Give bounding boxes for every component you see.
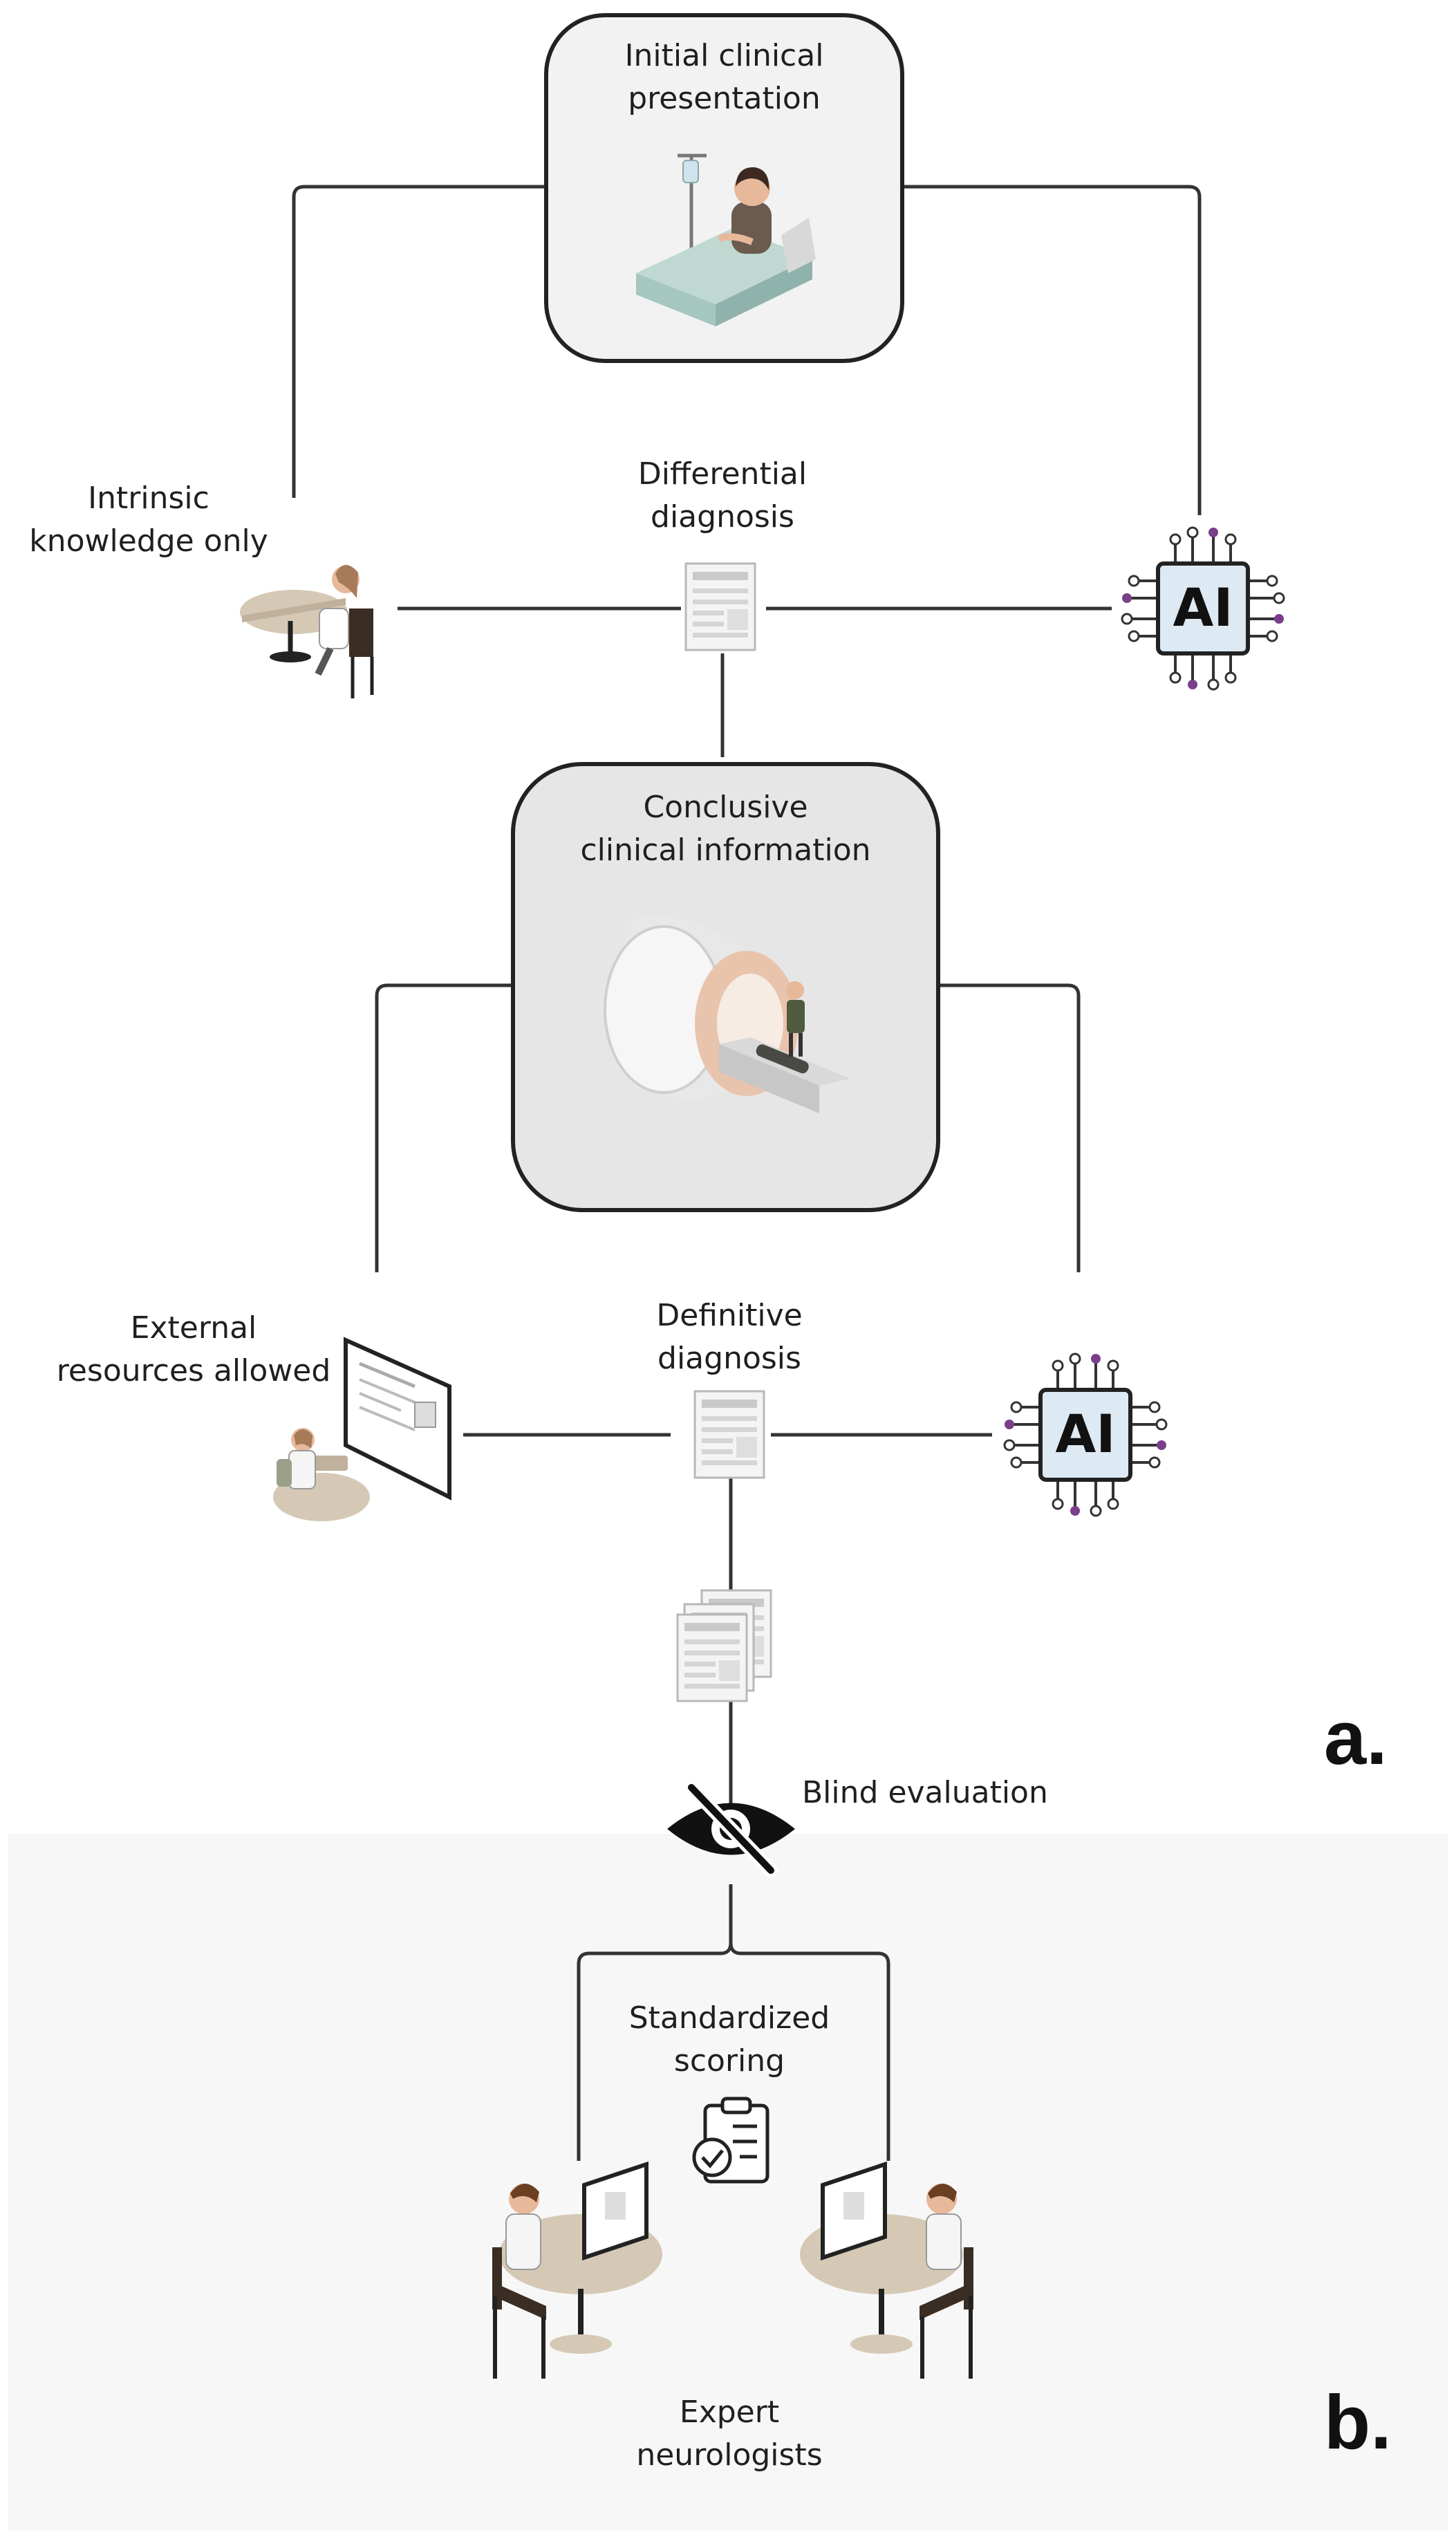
initial-presentation-box bbox=[544, 13, 904, 363]
doctor-with-screen-icon bbox=[273, 1337, 451, 1521]
ai-chip-label-2: AI bbox=[1055, 1403, 1115, 1465]
neurologist-right-icon bbox=[800, 2161, 973, 2379]
definitive-document-icon bbox=[693, 1390, 765, 1479]
panel-a-label: a. bbox=[1324, 1695, 1388, 1781]
standardized-scoring-label: Standardized scoring bbox=[628, 2000, 830, 2079]
doctor-at-desk-icon bbox=[240, 564, 374, 698]
expert-neurologists-label: Expert neurologists bbox=[636, 2395, 823, 2473]
external-resources-label: External resources allowed bbox=[56, 1310, 331, 1389]
neurologist-left-icon bbox=[492, 2161, 662, 2379]
differential-diagnosis-label: Differential diagnosis bbox=[637, 456, 808, 535]
stacked-documents-icon bbox=[676, 1589, 772, 1702]
ai-chip-icon-1: AI bbox=[1122, 528, 1284, 689]
intrinsic-knowledge-label: Intrinsic knowledge only bbox=[29, 481, 268, 559]
definitive-diagnosis-label: Definitive diagnosis bbox=[656, 1298, 803, 1377]
initial-presentation-label: Initial clinical presentation bbox=[624, 38, 824, 117]
clipboard-check-icon bbox=[692, 2097, 769, 2184]
ai-chip-icon-2: AI bbox=[1005, 1354, 1166, 1516]
conclusive-information-label: Conclusive clinical information bbox=[580, 790, 871, 868]
ai-chip-label-1: AI bbox=[1173, 577, 1233, 638]
blind-evaluation-label: Blind evaluation bbox=[802, 1775, 1048, 1810]
panel-b-label: b. bbox=[1324, 2380, 1392, 2465]
hospital-bed-patient-icon bbox=[636, 154, 816, 326]
mri-scanner-icon bbox=[604, 917, 850, 1113]
eye-slash-icon bbox=[667, 1781, 795, 1877]
differential-document-icon bbox=[684, 562, 756, 651]
connectors bbox=[292, 185, 1202, 2161]
